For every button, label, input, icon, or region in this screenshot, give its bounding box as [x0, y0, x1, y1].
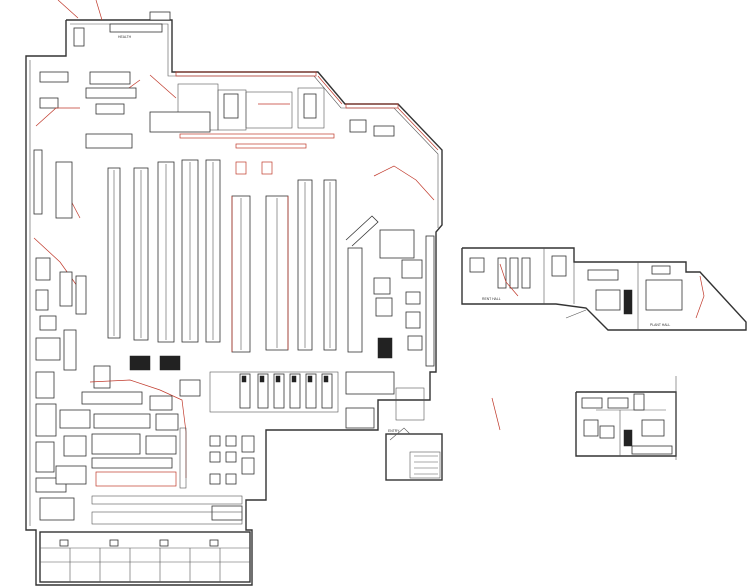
annex-tag: RENT HALL — [482, 297, 501, 301]
annex-tag-2: PLANT HALL — [650, 323, 670, 327]
center-displays — [93, 355, 201, 397]
entry-tag: ENTRY — [388, 429, 400, 433]
seating-area — [209, 435, 255, 521]
angled-wall-fixtures — [345, 165, 435, 367]
annex-building-2 — [575, 376, 677, 460]
annex-building: RENT HALL PLANT HALL — [461, 247, 747, 331]
front-strip — [39, 495, 251, 583]
checkout-lanes — [209, 371, 425, 429]
left-wall-fixtures — [33, 71, 137, 521]
entry-vestibule: ENTRY — [385, 427, 443, 481]
top-wall-fixtures — [73, 11, 439, 151]
gondola-aisles — [107, 159, 337, 353]
back-rooms — [149, 83, 395, 149]
service-area — [55, 379, 187, 489]
main-tag: HEALTH — [118, 35, 132, 39]
